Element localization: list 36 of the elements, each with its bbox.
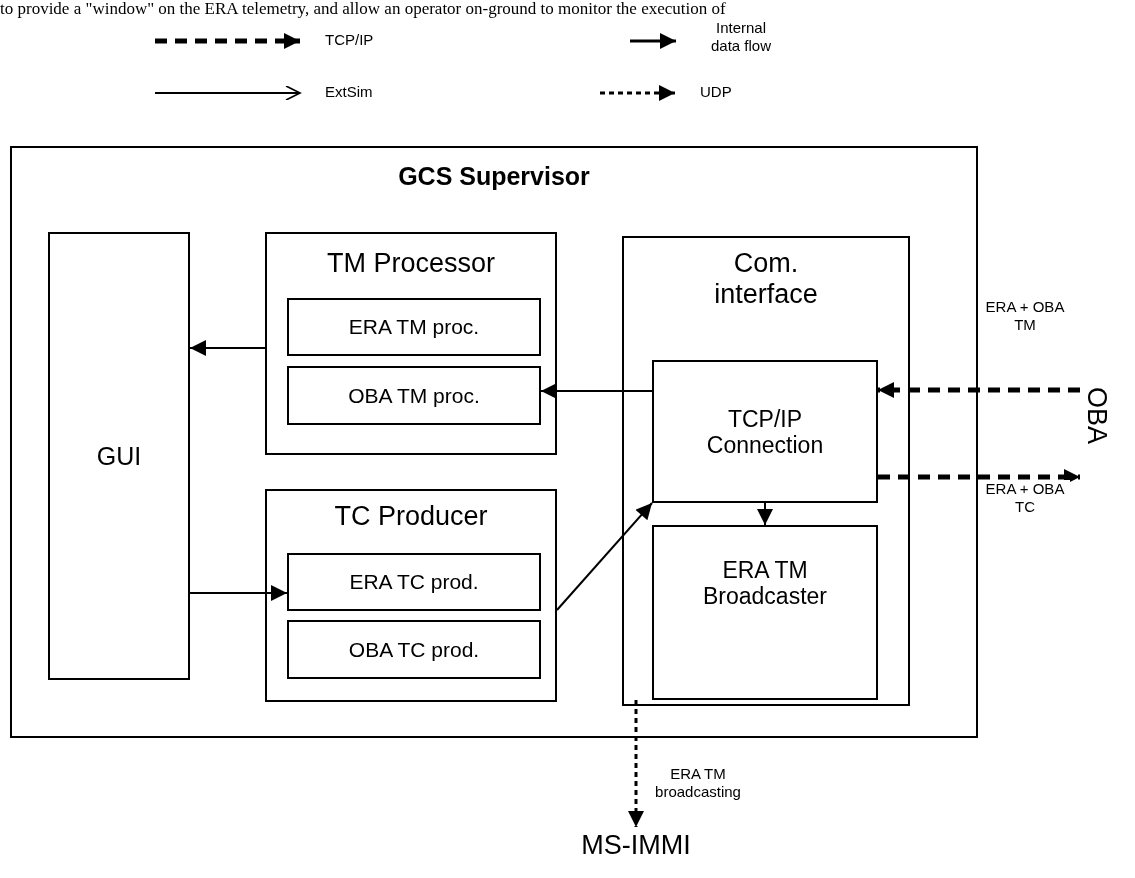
box-heading: Com. interface — [713, 248, 819, 311]
arrow — [189, 340, 266, 356]
process-box — [265, 232, 557, 455]
box-heading: GCS Supervisor — [397, 162, 591, 191]
box-label: GUI — [95, 441, 143, 471]
process-box — [287, 366, 541, 425]
container-box — [10, 146, 978, 738]
process-box — [48, 232, 190, 680]
endpoint-label: OBA — [1080, 355, 1114, 475]
arrow — [878, 382, 1080, 398]
process-box — [265, 489, 557, 702]
box-heading: TC Producer — [333, 501, 489, 533]
arrow — [556, 502, 653, 611]
box-label: ERA TM Broadcaster — [702, 556, 828, 609]
arrow — [540, 383, 653, 399]
legend-text: UDP — [700, 83, 732, 101]
process-box — [287, 553, 541, 611]
arrow — [189, 585, 288, 601]
box-label: ERA TC prod. — [348, 569, 480, 595]
process-box — [652, 360, 878, 503]
legend-text: ExtSim — [325, 83, 373, 101]
box-heading: TM Processor — [326, 248, 496, 280]
endpoint-label: MS-IMMI — [572, 827, 700, 863]
box-label: OBA TC prod. — [347, 637, 481, 662]
process-box — [652, 525, 878, 700]
process-box — [622, 236, 910, 706]
arrow — [757, 502, 773, 526]
legend-text: TCP/IP — [325, 31, 374, 49]
arrow — [628, 700, 644, 827]
process-box — [287, 620, 541, 679]
box-label: TCP/IP Connection — [705, 405, 825, 458]
body-text: to provide a "window" on the ERA telemetry, and allow an operator on-ground to monitor the execution of — [0, 0, 726, 17]
box-label: OBA TM proc. — [347, 383, 481, 408]
legend-text: Internal data flow — [709, 19, 772, 55]
box-label: ERA TM proc. — [347, 314, 481, 340]
process-box — [287, 298, 541, 356]
